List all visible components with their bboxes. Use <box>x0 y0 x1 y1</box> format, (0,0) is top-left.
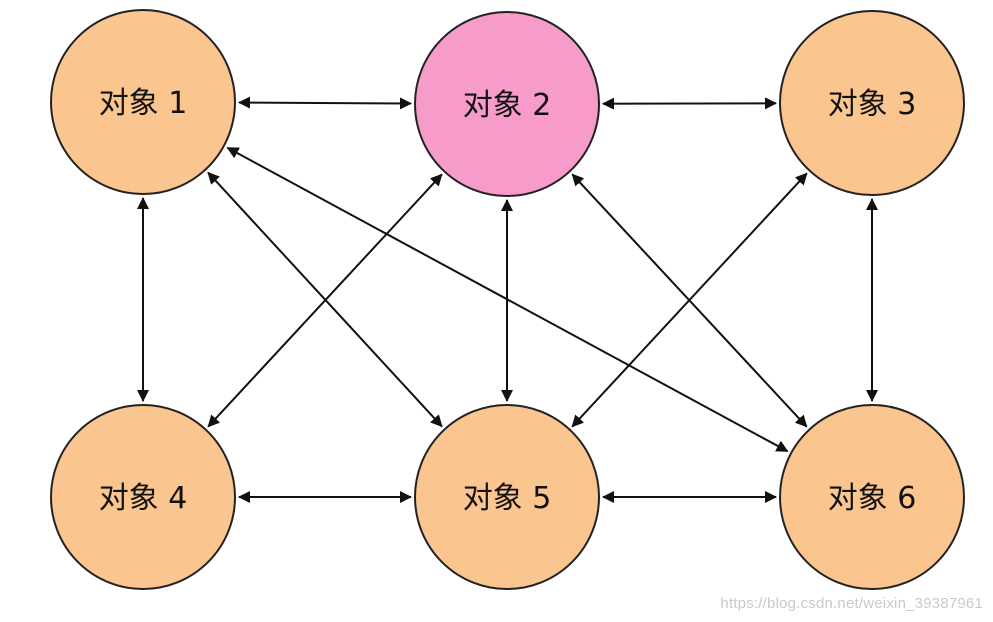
node-circle-n3 <box>779 10 965 196</box>
node-n1: 对象 1 <box>50 9 236 195</box>
watermark-text: https://blog.csdn.net/weixin_39387961 <box>720 595 983 612</box>
node-label-n5: 对象 5 <box>463 481 552 516</box>
node-n2: 对象 2 <box>414 11 600 197</box>
node-circle-n1 <box>50 9 236 195</box>
nodes-layer: 对象 1 对象 2 对象 3 对象 4 对象 5 对象 6 <box>50 9 965 590</box>
node-circle-n4 <box>50 404 236 590</box>
node-label-n6: 对象 6 <box>828 481 917 516</box>
node-n4: 对象 4 <box>50 404 236 590</box>
node-label-n1: 对象 1 <box>99 86 188 121</box>
edge-n2-n4 <box>207 173 443 428</box>
node-label-n3: 对象 3 <box>828 87 917 122</box>
node-circle-n2 <box>414 11 600 197</box>
node-label-n2: 对象 2 <box>463 88 552 123</box>
node-circle-n5 <box>414 404 600 590</box>
edge-n3-n5 <box>571 172 808 428</box>
node-label-n4: 对象 4 <box>99 481 188 516</box>
node-circle-n6 <box>779 404 965 590</box>
node-n6: 对象 6 <box>779 404 965 590</box>
edges-layer <box>137 96 878 503</box>
edge-n1-n2 <box>238 96 412 110</box>
node-n3: 对象 3 <box>779 10 965 196</box>
node-n5: 对象 5 <box>414 404 600 590</box>
